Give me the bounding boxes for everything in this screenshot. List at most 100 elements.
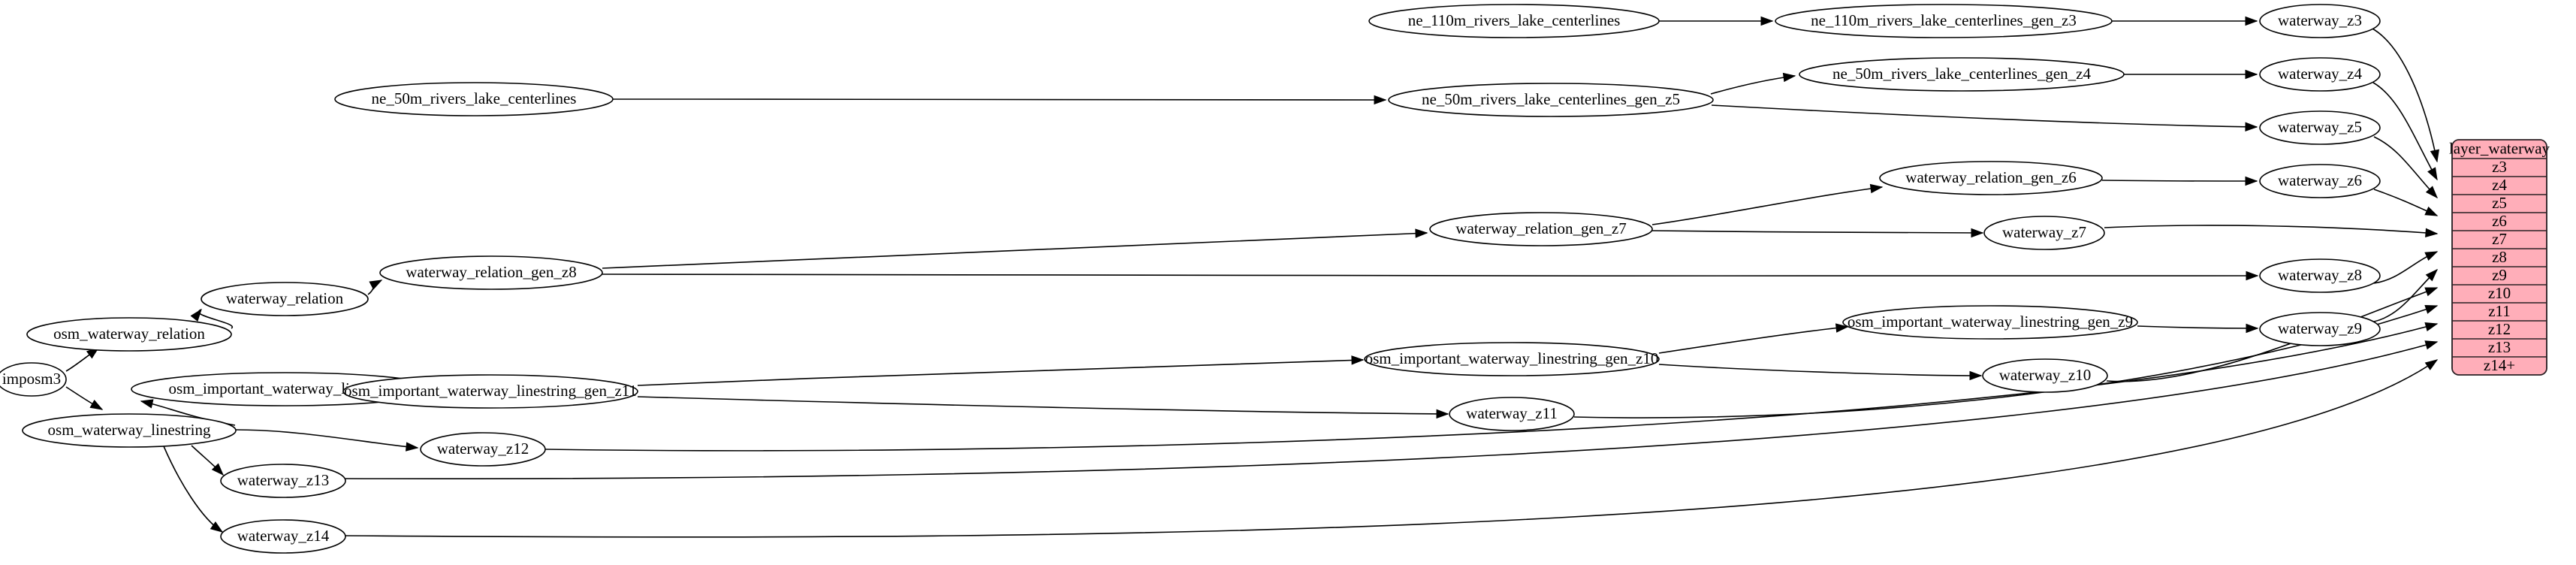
record-row-hit[interactable] [2452,159,2547,177]
node-shape[interactable] [420,432,546,467]
node-shape[interactable] [201,282,369,316]
edge-waterway_z5-to-layer_waterway_row_z5 [2373,136,2438,199]
node-shape[interactable] [2259,110,2381,145]
edge-waterway_z6-to-layer_waterway_row_z6 [2373,189,2439,216]
node-waterway_z4[interactable]: waterway_z4 [2259,57,2381,92]
record-row-hit[interactable] [2452,321,2547,339]
node-shape[interactable] [1775,4,2113,38]
record-row-hit[interactable] [2452,285,2547,303]
record-row-z3[interactable]: z3 [2452,158,2547,177]
node-shape[interactable] [1983,216,2105,250]
node-shape[interactable] [379,255,603,290]
record-row-z8[interactable]: z8 [2452,248,2547,267]
record-node-layer_waterway[interactable]: layer_waterwayz3z4z5z6z7z8z9z10z11z12z13… [2449,139,2550,376]
record-row-z14+[interactable]: z14+ [2452,356,2547,375]
node-shape[interactable] [22,413,237,448]
node-shape[interactable] [1982,358,2108,393]
edge-path [1710,75,1796,95]
node-waterway_z14[interactable]: waterway_z14 [220,519,346,554]
node-shape[interactable] [2259,4,2381,38]
node-shape[interactable] [220,519,346,554]
record-row-hit[interactable] [2452,213,2547,231]
node-waterway_relation_gen_z7[interactable]: waterway_relation_gen_z7 [1429,212,1653,246]
edge-osm_important_waterway_linestring_gen_z9-to-waterway_z9 [2137,323,2259,334]
edge-waterway_z9-to-layer_waterway_row_z9 [2373,268,2439,322]
node-shape[interactable] [2259,164,2381,198]
record-row-hit[interactable] [2452,357,2547,375]
node-waterway_z11[interactable]: waterway_z11 [1449,397,1575,431]
edge-arrowhead-icon [2246,323,2259,334]
record-row-z13[interactable]: z13 [2452,338,2547,358]
node-osm_waterway_linestring[interactable]: osm_waterway_linestring [22,413,237,448]
record-row-hit[interactable] [2452,231,2547,249]
node-shape[interactable] [1364,342,1660,376]
node-ne_50m_rivers_lake_centerlines[interactable]: ne_50m_rivers_lake_centerlines [334,82,614,116]
node-waterway_z3[interactable]: waterway_z3 [2259,4,2381,38]
node-waterway_relation_gen_z6[interactable]: waterway_relation_gen_z6 [1879,161,2103,195]
record-row-z11[interactable]: z11 [2452,302,2547,322]
node-shape[interactable] [342,374,638,409]
record-row-z5[interactable]: z5 [2452,194,2547,213]
edge-osm_waterway_linestring-to-waterway_z12 [235,429,419,452]
node-ne_110m_rivers_lake_centerlines_gen_z3[interactable]: ne_110m_rivers_lake_centerlines_gen_z3 [1775,4,2113,38]
node-shape[interactable] [334,82,614,116]
node-shape[interactable] [1449,397,1575,431]
record-row-z10[interactable]: z10 [2452,284,2547,304]
node-waterway_z9[interactable]: waterway_z9 [2259,312,2381,346]
node-imposm3[interactable]: imposm3 [0,362,67,397]
node-shape[interactable] [0,362,67,397]
node-osm_important_waterway_linestring_gen_z11[interactable]: osm_important_waterway_linestring_gen_z1… [342,374,638,409]
edge-arrowhead-icon [2424,359,2439,370]
record-row-hit[interactable] [2452,267,2547,285]
node-ne_50m_rivers_lake_centerlines_gen_z5[interactable]: ne_50m_rivers_lake_centerlines_gen_z5 [1388,83,1714,117]
node-shape[interactable] [1842,305,2138,340]
node-shape[interactable] [1799,57,2125,92]
record-row-z6[interactable]: z6 [2452,212,2547,231]
node-ne_50m_rivers_lake_centerlines_gen_z4[interactable]: ne_50m_rivers_lake_centerlines_gen_z4 [1799,57,2125,92]
record-row-hit[interactable] [2452,177,2547,195]
node-shape[interactable] [1368,4,1660,38]
edge-waterway_relation_gen_z6-to-waterway_z6 [2101,176,2258,186]
node-shape[interactable] [1429,212,1653,246]
record-row-z4[interactable]: z4 [2452,176,2547,195]
node-shape[interactable] [1879,161,2103,195]
node-waterway_z7[interactable]: waterway_z7 [1983,216,2105,250]
node-shape[interactable] [2259,57,2381,92]
edge-waterway_z14-to-layer_waterway_row_z14 [345,359,2439,538]
node-waterway_relation[interactable]: waterway_relation [201,282,369,316]
node-shape[interactable] [220,464,346,498]
edge-waterway_relation_gen_z8-to-waterway_relation_gen_z7 [602,228,1428,269]
edge-path [637,396,1449,415]
node-waterway_z5[interactable]: waterway_z5 [2259,110,2381,145]
node-waterway_z10[interactable]: waterway_z10 [1982,358,2108,393]
record-row-hit[interactable] [2452,339,2547,357]
edge-path [1658,326,1848,354]
record-row-z9[interactable]: z9 [2452,266,2547,286]
node-waterway_z8[interactable]: waterway_z8 [2259,258,2381,293]
record-row-hit[interactable] [2452,195,2547,213]
edge-path [235,429,418,449]
edge-ne_50m_rivers_lake_centerlines_gen_z5-to-ne_50m_rivers_lake_centerlines_gen_z4 [1710,72,1796,95]
node-osm_important_waterway_linestring_gen_z10[interactable]: osm_important_waterway_linestring_gen_z1… [1364,342,1660,376]
node-waterway_relation_gen_z8[interactable]: waterway_relation_gen_z8 [379,255,603,290]
node-shape[interactable] [2259,312,2381,346]
node-shape[interactable] [2259,258,2381,293]
node-waterway_z13[interactable]: waterway_z13 [220,464,346,498]
edge-arrowhead-icon [2425,268,2439,282]
edge-path [2137,325,2258,329]
node-osm_waterway_relation[interactable]: osm_waterway_relation [26,317,232,352]
node-waterway_z6[interactable]: waterway_z6 [2259,164,2381,198]
record-row-z7[interactable]: z7 [2452,230,2547,249]
edge-waterway_z10-to-layer_waterway_row_z10 [2106,287,2439,382]
node-shape[interactable] [26,317,232,352]
node-ne_110m_rivers_lake_centerlines[interactable]: ne_110m_rivers_lake_centerlines [1368,4,1660,38]
node-waterway_z12[interactable]: waterway_z12 [420,432,546,467]
node-shape[interactable] [1388,83,1714,117]
edge-waterway_z8-to-layer_waterway_row_z8 [2373,251,2439,284]
edge-osm_important_waterway_linestring_gen_z10-to-waterway_z10 [1658,364,1983,381]
record-row-hit[interactable] [2452,249,2547,267]
record-row-hit[interactable] [2452,303,2547,321]
record-row-z12[interactable]: z12 [2452,320,2547,340]
edge-osm_important_waterway_linestring_gen_z11-to-waterway_z11 [637,396,1449,419]
node-osm_important_waterway_linestring_gen_z9[interactable]: osm_important_waterway_linestring_gen_z9 [1842,305,2138,340]
